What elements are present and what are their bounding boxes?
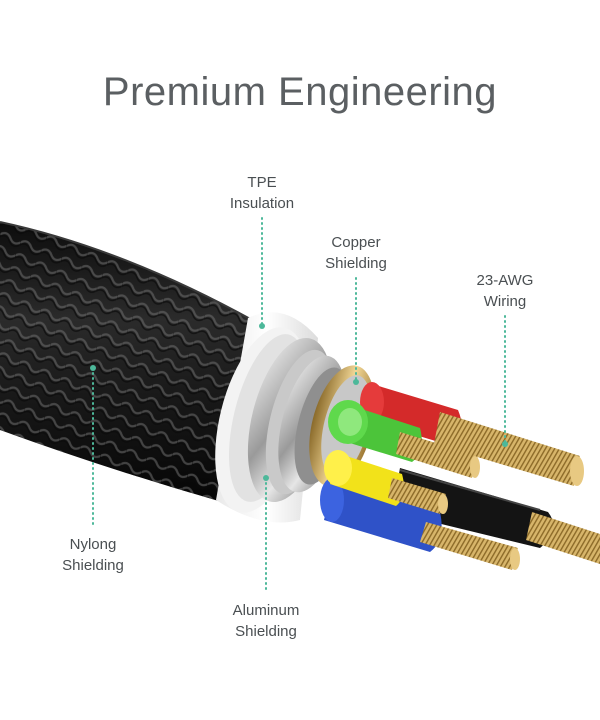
yellow-wire xyxy=(324,450,404,506)
diagram-title: Premium Engineering xyxy=(102,70,498,114)
blue-wire xyxy=(320,478,442,552)
tpe-leader-dot xyxy=(259,323,265,329)
nylong-leader-dot xyxy=(90,365,96,371)
copper-strands xyxy=(388,412,600,570)
aluminum-leader-dot xyxy=(263,475,269,481)
black-wire xyxy=(392,468,554,548)
awg-leader-dot xyxy=(502,441,508,447)
nylon-braid-jacket xyxy=(0,221,271,502)
copper-leader-dot xyxy=(353,379,359,385)
